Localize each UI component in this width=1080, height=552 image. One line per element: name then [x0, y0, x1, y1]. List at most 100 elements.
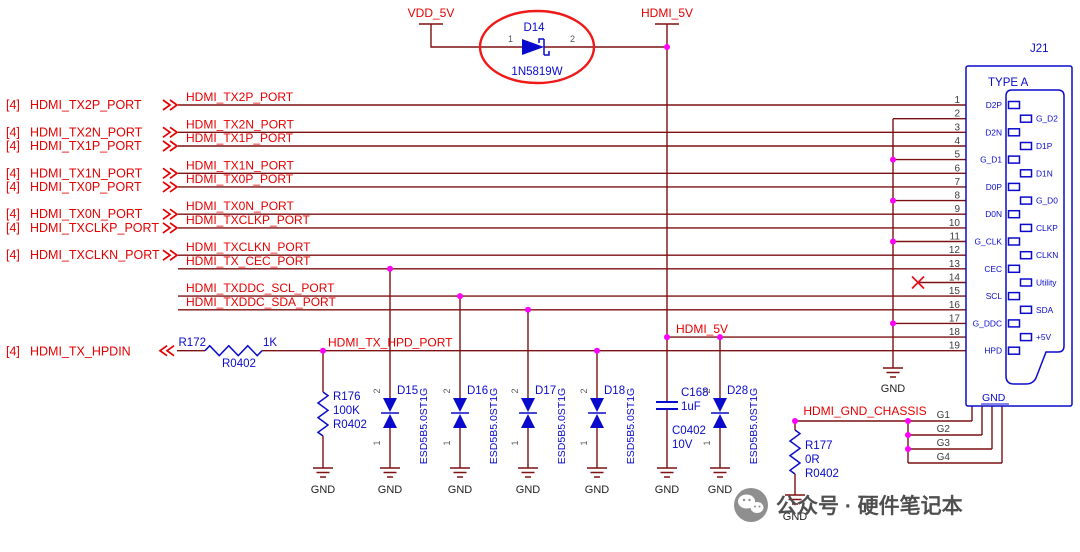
port-name: HDMI_TX1P_PORT [30, 139, 142, 153]
gnd-symbol-d18: GND [585, 467, 609, 496]
port-ref: [4] [6, 98, 20, 112]
port-ref: [4] [6, 166, 20, 180]
esd-pin2: 2 [702, 388, 712, 393]
port-txclkn: [4] HDMI_TXCLKN_PORT [6, 248, 179, 262]
connector-gnd-label: GND [982, 392, 1006, 404]
esd-pin1: 1 [442, 440, 452, 445]
svg-text:G_D0: G_D0 [1036, 196, 1058, 206]
port-ref: [4] [6, 221, 20, 235]
gnd-symbol-r177: GND [783, 494, 808, 523]
svg-text:SDA: SDA [1036, 305, 1054, 315]
gnd-symbol-c168: GND [655, 467, 680, 496]
port-tx0p: [4] HDMI_TX0P_PORT [6, 180, 179, 194]
tvs-diode-icon [383, 398, 397, 412]
net-5v-wire [419, 23, 966, 468]
svg-text:13: 13 [949, 259, 961, 270]
svg-text:12: 12 [949, 245, 961, 256]
c168-rating: 10V [672, 439, 693, 451]
esd-diode-d17: 2 1 D17 ESD5B5.0ST1G [510, 385, 568, 464]
pin-tabs-right [1019, 114, 1033, 342]
r176-ref: R176 [333, 391, 361, 403]
resistor-zigzag-icon [204, 344, 263, 357]
gnd-text: GND [708, 484, 733, 496]
junction-dots [320, 44, 911, 452]
vdd5v-label: VDD_5V [408, 6, 455, 20]
esd-pin2: 2 [442, 388, 452, 393]
port-name: HDMI_TXCLKN_PORT [30, 248, 160, 262]
c168-ref: C168 [681, 387, 709, 399]
net-label-sda: HDMI_TXDDC_SDA_PORT [186, 295, 336, 309]
svg-text:10: 10 [949, 218, 961, 229]
net-labels: HDMI_TX2P_PORT HDMI_TX2N_PORT HDMI_TX1P_… [186, 90, 927, 418]
esd-pin2: 2 [372, 388, 382, 393]
esd-pin1: 1 [579, 440, 589, 445]
svg-text:HPD: HPD [984, 346, 1002, 356]
svg-text:D2N: D2N [985, 127, 1002, 137]
net-cec-wire [178, 268, 966, 398]
pin-names-right: G_D2 D1P D1N G_D0 CLKP CLKN Utility SDA … [1036, 114, 1058, 342]
gnd-tails [322, 428, 721, 468]
net-label-tx1n: HDMI_TX1N_PORT [186, 158, 294, 172]
tvs-diode-icon [590, 398, 604, 412]
net-label-tx2p: HDMI_TX2P_PORT [186, 90, 294, 104]
port-name: HDMI_TX2N_PORT [30, 125, 143, 139]
port-name: HDMI_TX0P_PORT [30, 180, 142, 194]
wechat-bubble-small [750, 502, 764, 513]
port-tx0n: [4] HDMI_TX0N_PORT [6, 207, 179, 221]
svg-text:19: 19 [949, 341, 961, 352]
port-name: HDMI_TXCLKP_PORT [30, 221, 159, 235]
port-tx2n: [4] HDMI_TX2N_PORT [6, 125, 179, 139]
svg-text:14: 14 [949, 273, 961, 284]
svg-text:CLKP: CLKP [1036, 223, 1058, 233]
capacitor-plates-icon [656, 401, 678, 410]
r177-ref: R177 [805, 440, 833, 452]
chevron-right-icon [162, 208, 179, 220]
svg-text:Utility: Utility [1036, 278, 1057, 288]
port-ref: [4] [6, 180, 20, 194]
svg-text:1: 1 [954, 95, 960, 106]
gnd-text: GND [655, 484, 680, 496]
watermark-text: 公众号 · 硬件笔记本 [776, 494, 963, 518]
port-name: HDMI_TX0N_PORT [30, 207, 143, 221]
esd-ref: D18 [604, 385, 625, 397]
gnd-text: GND [783, 511, 808, 523]
port-ref: [4] [6, 207, 20, 221]
tvs-diode-icon [383, 414, 397, 428]
net-label-txclkn: HDMI_TXCLKN_PORT [186, 240, 311, 254]
connector-body [965, 65, 1073, 407]
resistor-r176: R176 100K R0402 [316, 391, 367, 437]
d14-cathode-bar [538, 38, 550, 56]
pin-numbers: 1 2 3 4 5 6 7 8 9 10 11 12 13 14 15 16 1… [949, 95, 961, 352]
esd-part: ESD5B5.0ST1G [488, 388, 500, 464]
port-hpdin: [4] HDMI_TX_HPDIN [6, 345, 175, 359]
esd-pin1: 1 [510, 440, 520, 445]
resistor-zigzag-icon [788, 429, 802, 475]
ports: [4] HDMI_TX2P_PORT [4] HDMI_TX2N_PORT [4… [6, 98, 179, 359]
r172-pkg: R0402 [222, 358, 256, 370]
hdmi-plug-outline-icon [1005, 89, 1065, 385]
net-label-tx0p: HDMI_TX0P_PORT [186, 172, 294, 186]
svg-text:18: 18 [949, 327, 961, 338]
resistor-r177: R177 0R R0402 [788, 429, 839, 480]
svg-text:CEC: CEC [984, 264, 1002, 274]
port-name: HDMI_TX1N_PORT [30, 166, 143, 180]
net-label-hpd: HDMI_TX_HPD_PORT [328, 336, 453, 350]
svg-text:G3: G3 [937, 438, 951, 449]
tvs-diode-icon [713, 414, 727, 428]
svg-text:7: 7 [954, 177, 960, 188]
tvs-diode-icon [453, 398, 467, 412]
esd-part: ESD5B5.0ST1G [556, 388, 568, 464]
tvs-diode-icon [713, 398, 727, 412]
gnd-text: GND [311, 484, 336, 496]
chevron-right-icon [162, 167, 179, 179]
port-name: HDMI_TX_HPDIN [30, 345, 131, 359]
esd-ref: D17 [535, 385, 556, 397]
capacitor-c168: C168 1uF C0402 10V [656, 387, 709, 451]
d14-diode-icon [522, 39, 544, 55]
r177-value: 0R [805, 454, 820, 466]
r176-pkg: R0402 [333, 419, 367, 431]
net-label-hdmi5v: HDMI_5V [676, 322, 728, 336]
svg-text:G_D2: G_D2 [1036, 114, 1058, 124]
net-label-tx1p: HDMI_TX1P_PORT [186, 131, 294, 145]
